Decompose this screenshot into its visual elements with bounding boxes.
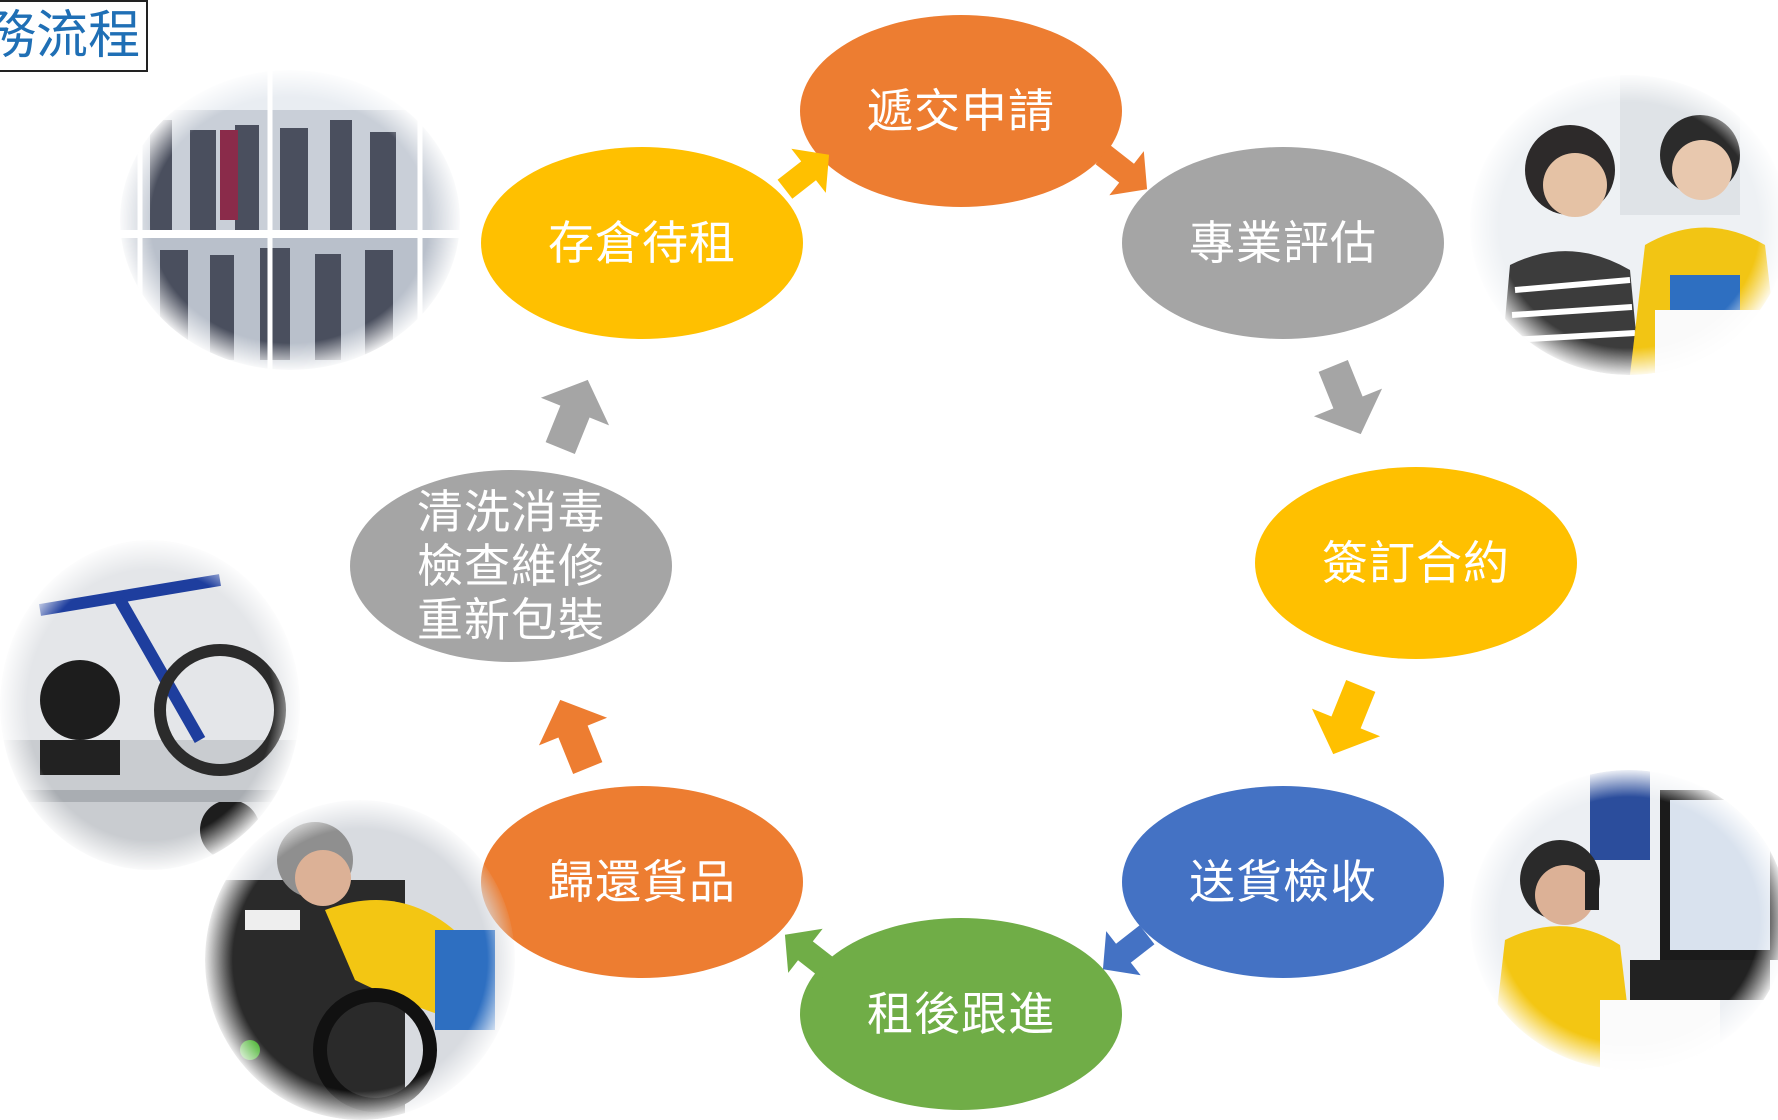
- photo-repair-rack: [0, 540, 300, 870]
- step-return-label: 歸還貨品: [548, 855, 736, 909]
- step-storage: 存倉待租: [481, 147, 803, 339]
- step-contract-label: 簽訂合約: [1322, 536, 1510, 590]
- photo-assessment: [1470, 75, 1778, 375]
- step-delivery-label: 送貨檢收: [1189, 855, 1377, 909]
- step-storage-label: 存倉待租: [548, 216, 736, 270]
- title-box: 務流程: [0, 0, 148, 72]
- step-return: 歸還貨品: [481, 786, 803, 978]
- step-submit-label: 遞交申請: [867, 84, 1055, 138]
- arrow-clean-to-storage: [540, 379, 610, 454]
- arrow-storage-to-submit: [777, 148, 830, 199]
- page-title: 務流程: [0, 6, 140, 66]
- arrow-delivery-to-followup: [1102, 925, 1155, 976]
- photo-repair-worker: [205, 800, 515, 1120]
- step-delivery: 送貨檢收: [1122, 786, 1444, 978]
- step-contract: 簽訂合約: [1255, 467, 1577, 659]
- photo-phone: [1470, 770, 1778, 1070]
- step-assess-label: 專業評估: [1189, 216, 1377, 270]
- arrow-contract-to-delivery: [1311, 680, 1381, 755]
- arrow-followup-to-return: [784, 928, 837, 979]
- photo-warehouse: [120, 70, 460, 370]
- step-assess: 專業評估: [1122, 147, 1444, 339]
- step-followup-label: 租後跟進: [867, 987, 1055, 1041]
- step-clean: 清洗消毒 檢查維修 重新包裝: [350, 470, 672, 662]
- step-submit: 遞交申請: [800, 15, 1122, 207]
- step-followup: 租後跟進: [800, 918, 1122, 1110]
- step-clean-label: 清洗消毒 檢查維修 重新包裝: [417, 485, 605, 647]
- arrow-return-to-clean: [538, 699, 608, 774]
- arrow-assess-to-contract: [1313, 360, 1383, 435]
- arrow-submit-to-assess: [1095, 145, 1148, 196]
